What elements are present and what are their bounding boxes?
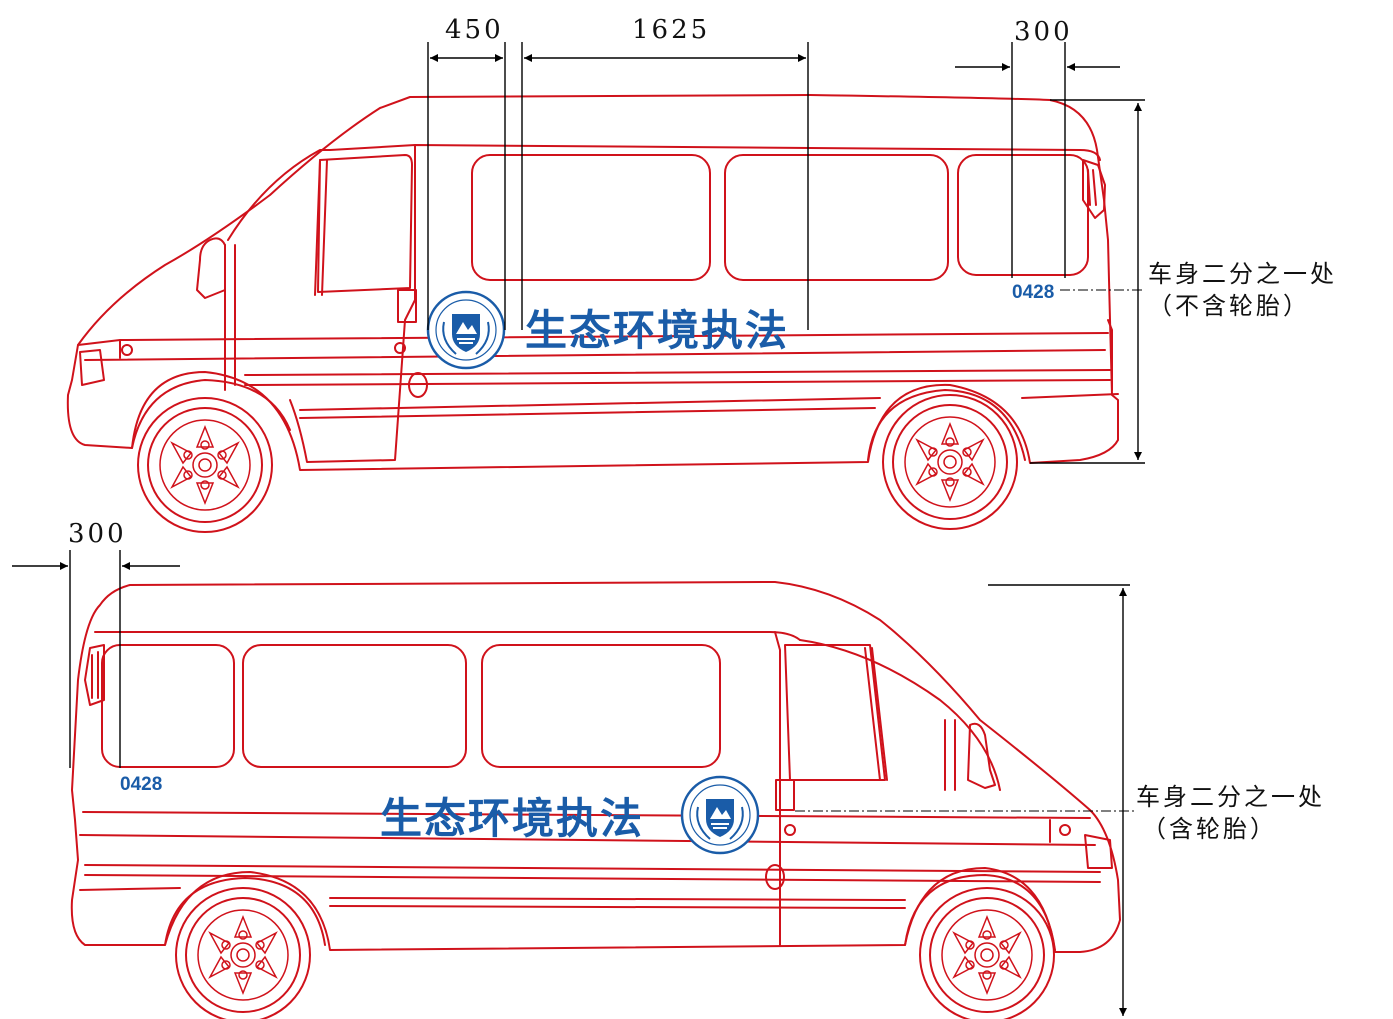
- bottom-rear-wheel: [175, 887, 311, 1019]
- bottom-note-line2: （含轮胎）: [1142, 815, 1277, 843]
- top-emblem-icon: [426, 290, 506, 370]
- top-dim-450: 450: [445, 15, 504, 45]
- top-slogan: 生态环境执法: [525, 306, 789, 355]
- top-rear-wheel: [882, 394, 1018, 530]
- bottom-note-line1: 车身二分之一处: [1136, 783, 1325, 811]
- top-vehicle-number: 0428: [1012, 282, 1054, 303]
- bottom-dim-300: 300: [68, 519, 127, 549]
- bottom-dimensions: [12, 550, 1135, 1016]
- top-note-line2: （不含轮胎）: [1148, 292, 1310, 320]
- bottom-emblem-icon: [680, 775, 760, 855]
- top-front-wheel: [137, 397, 273, 533]
- bottom-front-wheel: [919, 887, 1055, 1019]
- top-van-outline: [66, 94, 1119, 471]
- bottom-van-outline: [70, 581, 1121, 953]
- bottom-slogan: 生态环境执法: [380, 794, 644, 843]
- top-dimensions: [427, 42, 1145, 464]
- top-note-line1: 车身二分之一处: [1148, 260, 1337, 288]
- bottom-vehicle-number: 0428: [120, 774, 162, 795]
- top-dim-300: 300: [1014, 17, 1073, 47]
- top-dim-1625: 1625: [632, 15, 710, 45]
